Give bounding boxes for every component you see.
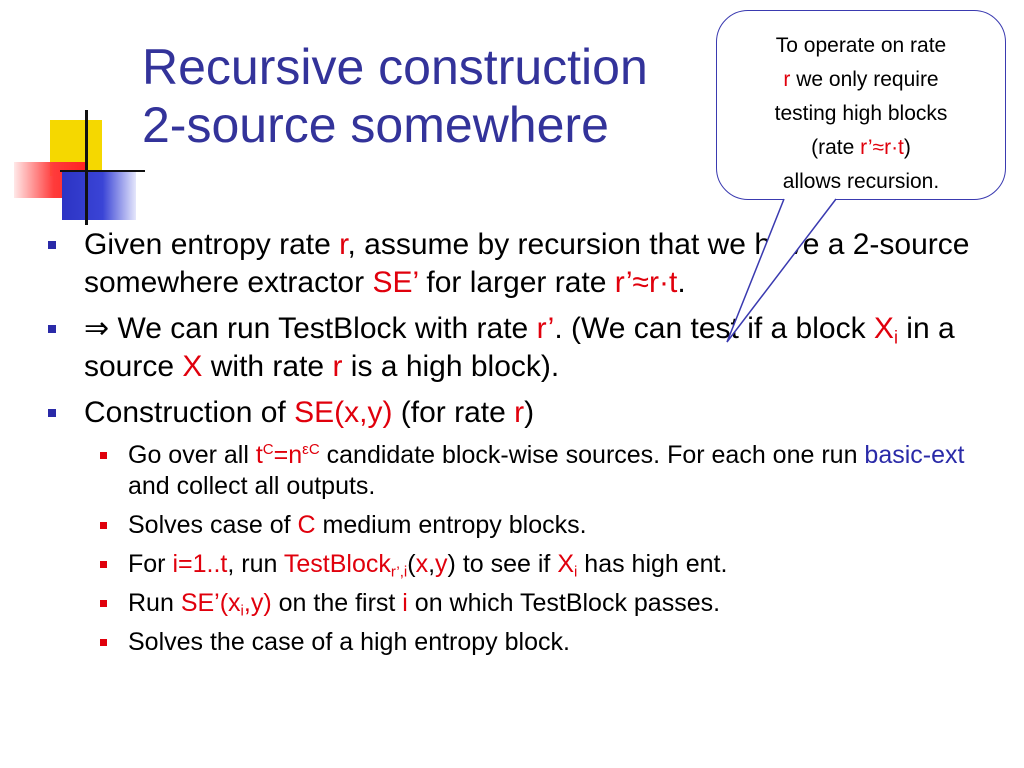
bullet-marker <box>48 409 56 417</box>
title-line-1: Recursive construction <box>142 39 648 95</box>
callout-text: To operate on rate r we only require tes… <box>774 34 948 193</box>
callout-bubble: To operate on rate r we only require tes… <box>716 10 1006 200</box>
bullet-construction: Construction of SE(x,y) (for rate r) <box>48 394 998 432</box>
sub-bullet-marker <box>100 561 107 568</box>
sub-bullet-marker <box>100 600 107 607</box>
slide-content: Given entropy rate r, assume by recursio… <box>48 226 998 666</box>
sub-bullet-medium-entropy: Solves case of C medium entropy blocks. <box>84 510 998 541</box>
sub-bullet-candidates: Go over all tC=nεC candidate block-wise … <box>84 440 998 502</box>
bullet-testblock: ⇒ We can run TestBlock with rate r’. (We… <box>48 310 998 386</box>
sub-bullet-high-entropy: Solves the case of a high entropy block. <box>84 627 998 658</box>
bullet-marker <box>48 241 56 249</box>
sub-bullet-run-se-prime: Run SE’(xi,y) on the first i on which Te… <box>84 588 998 619</box>
sub-bullet-marker <box>100 639 107 646</box>
logo-blue-square <box>62 170 136 220</box>
logo-horizontal-line <box>60 170 145 172</box>
sub-bullet-marker <box>100 522 107 529</box>
logo-vertical-line <box>85 110 88 225</box>
bullet-recursion-assumption: Given entropy rate r, assume by recursio… <box>48 226 998 302</box>
title-line-2: 2-source somewhere <box>142 97 609 153</box>
slide-title: Recursive construction 2-source somewher… <box>142 38 648 154</box>
sub-bullet-run-testblock: For i=1..t, run TestBlockr’,i(x,y) to se… <box>84 549 998 580</box>
bullet-marker <box>48 325 56 333</box>
sub-bullet-marker <box>100 452 107 459</box>
